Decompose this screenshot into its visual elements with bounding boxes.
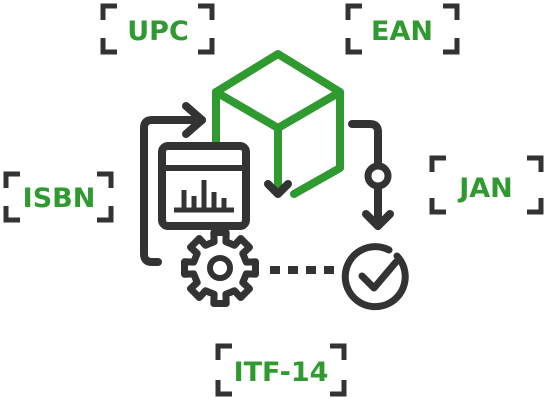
chart-bars bbox=[181, 180, 227, 208]
jan-frame bbox=[429, 155, 544, 215]
loop-line bbox=[140, 116, 206, 266]
jan-label: JAN bbox=[457, 173, 513, 204]
ean-frame bbox=[345, 3, 460, 55]
arrow-icon bbox=[264, 180, 292, 198]
gear-icon bbox=[181, 229, 259, 307]
isbn-frame bbox=[3, 171, 114, 223]
itf14-frame bbox=[215, 343, 347, 397]
upc-frame bbox=[100, 3, 215, 55]
chart-window-icon bbox=[158, 142, 250, 230]
isbn-label: ISBN bbox=[23, 183, 96, 214]
box-icon bbox=[212, 50, 344, 198]
checkmark-circle-icon bbox=[341, 243, 409, 311]
arrow-icon bbox=[362, 210, 394, 230]
ean-label: EAN bbox=[371, 16, 433, 47]
itf14-label: ITF-14 bbox=[234, 357, 329, 388]
arrow-icon bbox=[182, 102, 206, 138]
node-circle bbox=[364, 162, 392, 190]
right-line bbox=[348, 120, 382, 170]
flow-arrows bbox=[140, 102, 394, 274]
upc-label: UPC bbox=[127, 16, 189, 47]
